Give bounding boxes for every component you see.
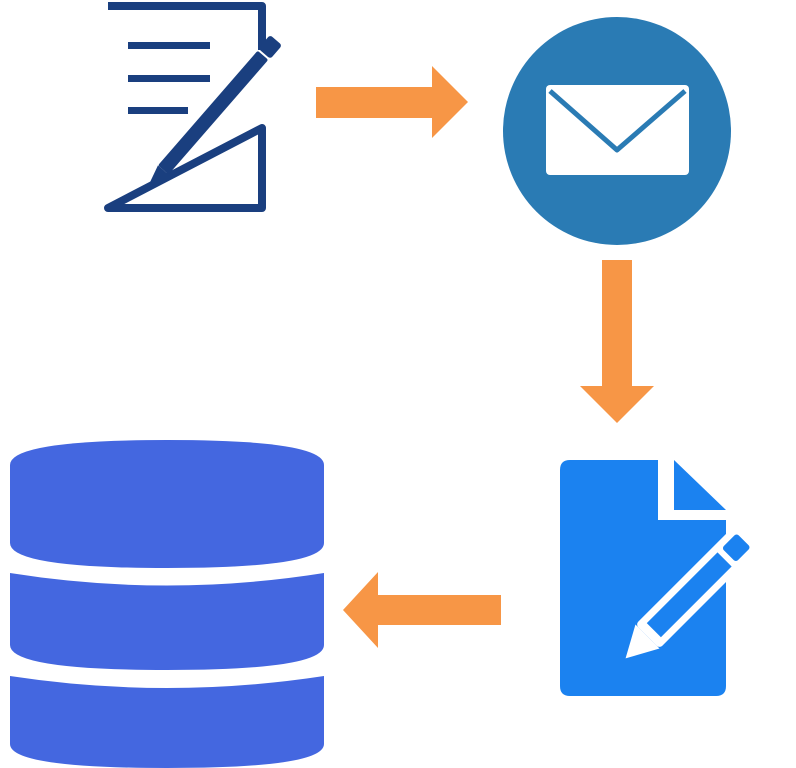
arrow-down — [580, 260, 654, 423]
arrow-right — [316, 66, 468, 138]
database-icon — [10, 440, 324, 768]
envelope-icon — [503, 17, 731, 245]
arrow-left — [343, 572, 501, 648]
document-pen-icon — [104, 2, 281, 212]
file-edit-icon — [560, 460, 760, 696]
